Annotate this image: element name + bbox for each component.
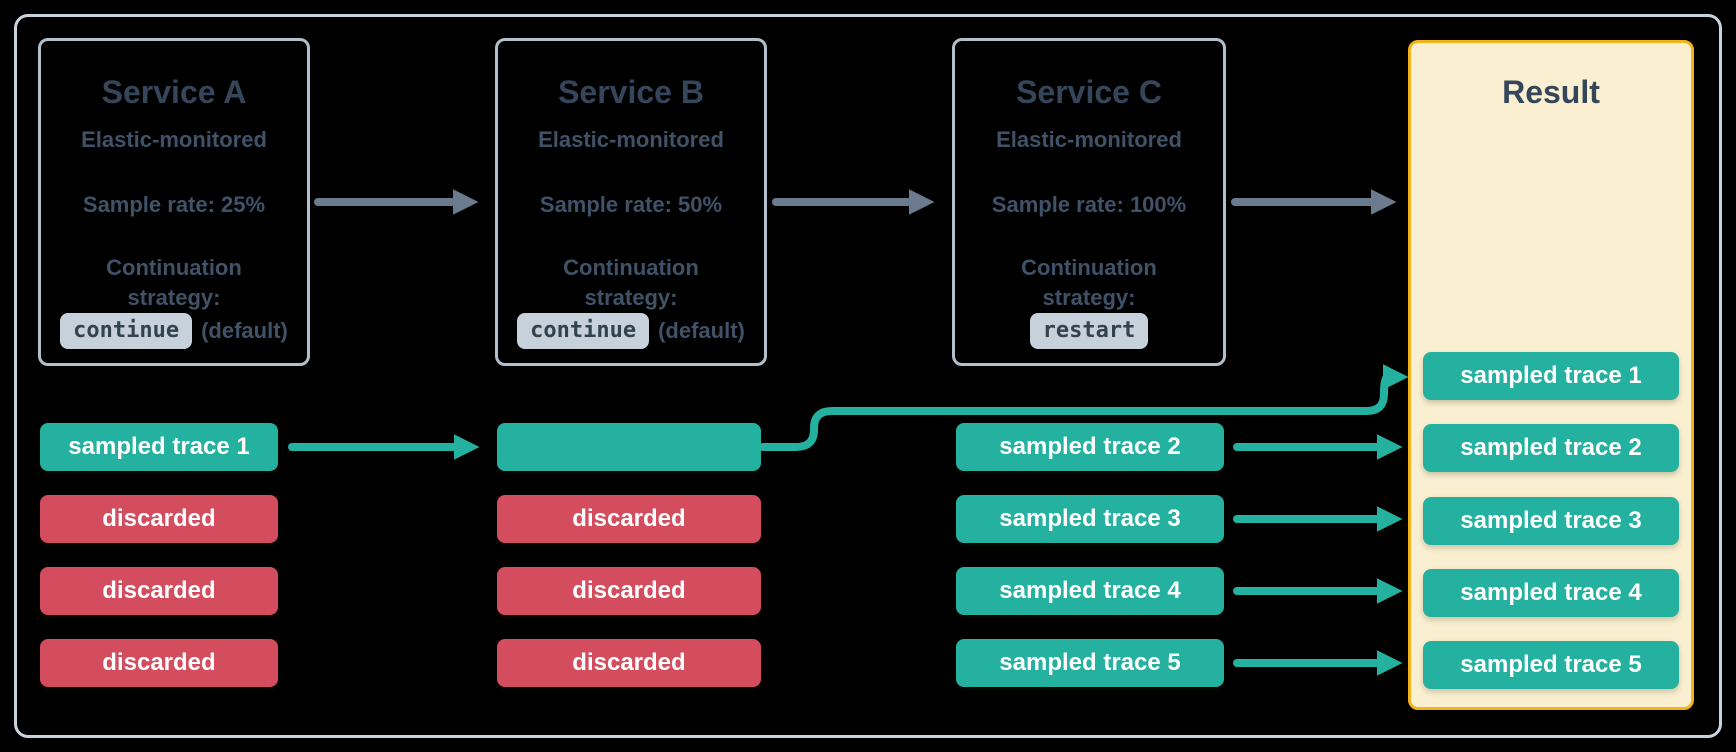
result-row-sampled-trace-5: sampled trace 5 (1423, 641, 1679, 689)
result-title: Result (1502, 74, 1600, 110)
lane-a-sampled-trace-1: sampled trace 1 (40, 423, 278, 471)
lane-c-sampled-trace-5: sampled trace 5 (956, 639, 1224, 687)
lane-c-sampled-trace-2: sampled trace 2 (956, 423, 1224, 471)
service-b-strategy-row: continue (default) (498, 310, 764, 352)
lane-a-discarded-1: discarded (40, 495, 278, 543)
lane-b-discarded-3: discarded (497, 639, 761, 687)
service-b-continuation-label: Continuation strategy: (563, 255, 699, 310)
lane-c-sampled-trace-3: sampled trace 3 (956, 495, 1224, 543)
service-b-title: Service B (558, 74, 704, 110)
lane-b-discarded-2: discarded (497, 567, 761, 615)
result-box: Result sampled trace 1 sampled trace 2 s… (1408, 40, 1694, 710)
service-c-monitored: Elastic-monitored (996, 127, 1182, 152)
service-c-sample-rate: Sample rate: 100% (991, 192, 1187, 217)
service-a-monitored: Elastic-monitored (81, 127, 267, 152)
service-a-sample-rate: Sample rate: 25% (82, 192, 266, 217)
service-a-title: Service A (101, 74, 247, 110)
result-row-sampled-trace-4: sampled trace 4 (1423, 569, 1679, 617)
service-b-sample-rate: Sample rate: 50% (539, 192, 723, 217)
service-a-strategy-suffix: (default) (201, 318, 288, 343)
service-a-box: Service A Elastic-monitored Sample rate:… (38, 38, 310, 366)
service-a-strategy-row: continue (default) (41, 310, 307, 352)
service-b-strategy-code: continue (517, 313, 650, 349)
service-c-box: Service C Elastic-monitored Sample rate:… (952, 38, 1226, 366)
lane-b-discarded-1: discarded (497, 495, 761, 543)
service-c-title: Service C (1016, 74, 1162, 110)
result-row-sampled-trace-2: sampled trace 2 (1423, 424, 1679, 472)
service-b-monitored: Elastic-monitored (538, 127, 724, 152)
result-row-sampled-trace-1: sampled trace 1 (1423, 352, 1679, 400)
service-b-strategy-suffix: (default) (658, 318, 745, 343)
service-a-strategy-code: continue (60, 313, 193, 349)
service-a-continuation-label: Continuation strategy: (106, 255, 242, 310)
lane-a-discarded-2: discarded (40, 567, 278, 615)
lane-b-sampled-bar (497, 423, 761, 471)
lane-a-discarded-3: discarded (40, 639, 278, 687)
service-c-strategy-row: restart (955, 310, 1223, 352)
service-b-box: Service B Elastic-monitored Sample rate:… (495, 38, 767, 366)
service-c-continuation-label: Continuation strategy: (1021, 255, 1157, 310)
lane-c-sampled-trace-4: sampled trace 4 (956, 567, 1224, 615)
outer-frame (14, 14, 1722, 738)
result-row-sampled-trace-3: sampled trace 3 (1423, 497, 1679, 545)
service-c-strategy-code: restart (1029, 313, 1149, 349)
